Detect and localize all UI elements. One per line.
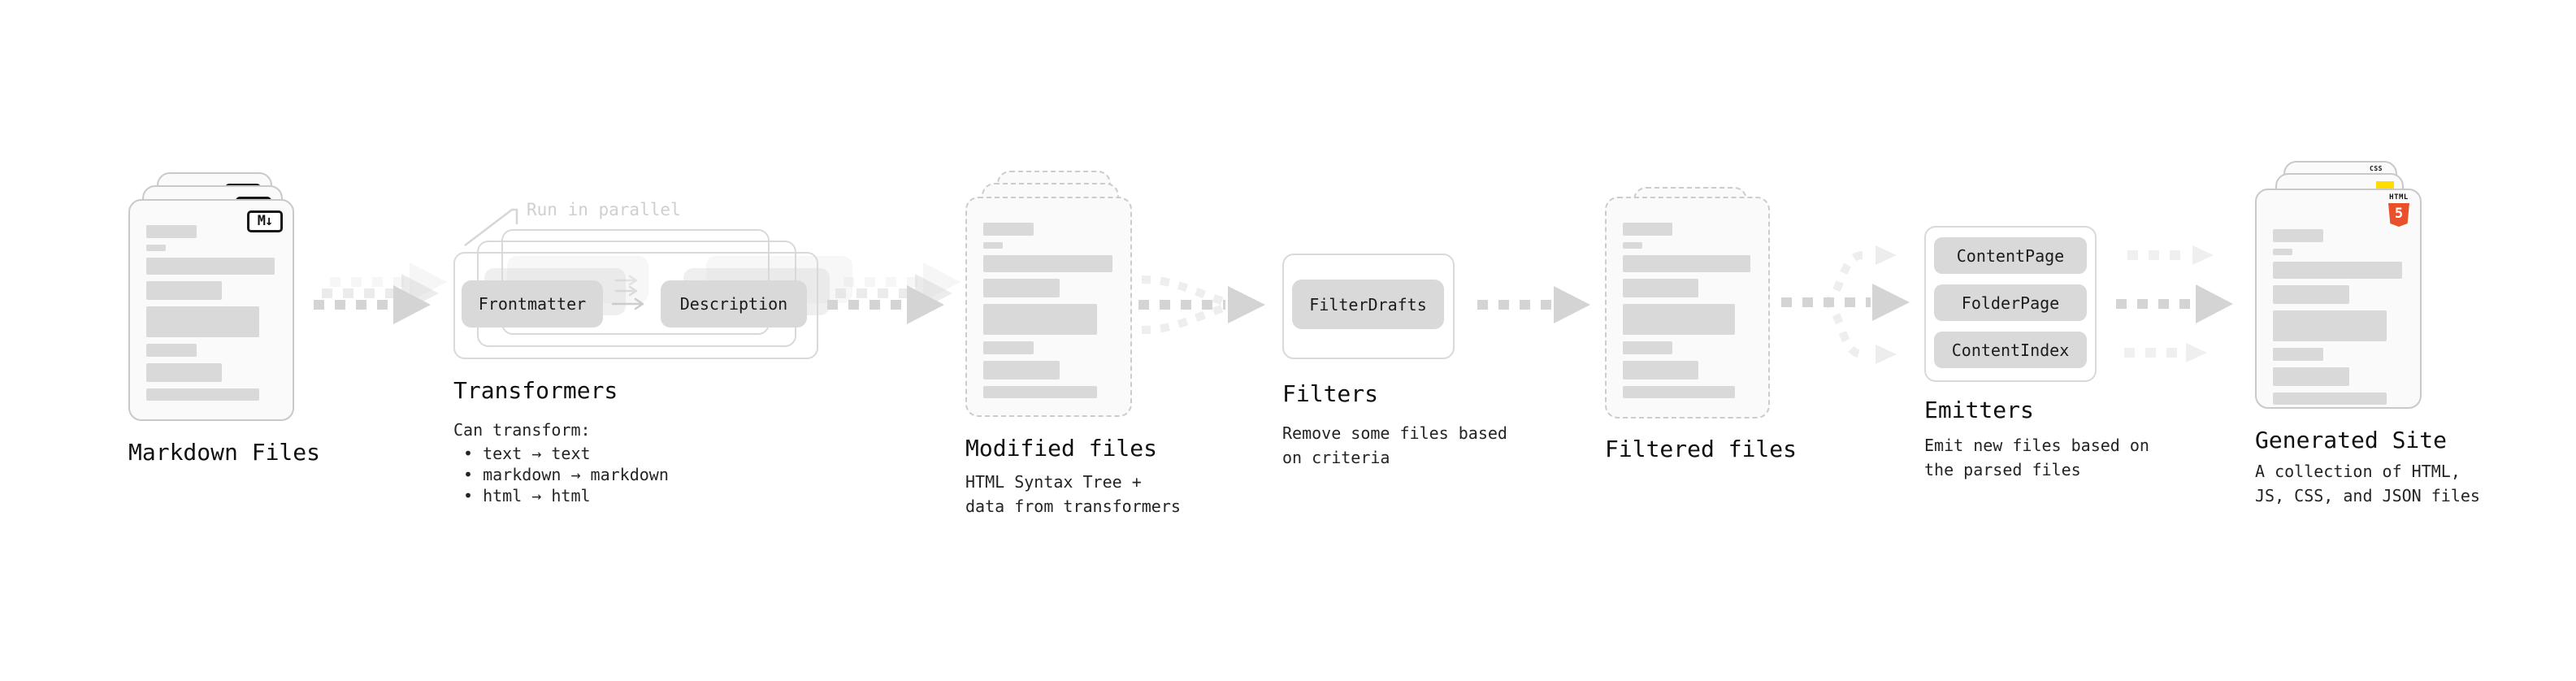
flow-arrow-emitters-to-site — [2116, 245, 2233, 362]
stage-title-transformers: Transformers — [453, 377, 618, 404]
flow-arrow-filtered-to-emitters — [1781, 245, 1910, 364]
document-placeholder-lines — [2273, 229, 2402, 405]
transform-arrows-icon — [611, 275, 644, 310]
filtered-file-card-front — [1605, 197, 1770, 419]
modified-file-card-front — [965, 197, 1132, 417]
transformers-bullet-list: • text → text • markdown → markdown • ht… — [453, 443, 669, 506]
document-placeholder-lines — [1623, 223, 1750, 398]
generated-site-card-front: HTML 5 — [2255, 189, 2422, 409]
transformers-description-heading: Can transform: — [453, 420, 591, 440]
bullet-item: • markdown → markdown — [463, 465, 669, 484]
emitter-folder-page-box: FolderPage — [1934, 284, 2087, 321]
transformer-output-box: Description — [661, 280, 807, 327]
stage-title-markdown-files: Markdown Files — [128, 439, 321, 466]
transformer-input-box: Frontmatter — [462, 280, 603, 327]
emitters-description: Emit new files based on the parsed files — [1924, 436, 2149, 479]
flow-arrow-markdown-to-transformers — [314, 262, 447, 324]
markdown-file-card-front: M↓ — [128, 199, 294, 421]
modified-files-description: HTML Syntax Tree + data from transformer… — [965, 472, 1181, 516]
stage-title-filters: Filters — [1282, 380, 1379, 407]
transformer-frame-front — [453, 252, 818, 359]
filters-description: Remove some files based on criteria — [1282, 423, 1507, 467]
stage-title-generated-site: Generated Site — [2255, 427, 2448, 453]
document-placeholder-lines — [983, 223, 1112, 398]
html5-logo-icon: HTML 5 — [2388, 194, 2409, 227]
flow-arrow-modified-to-filters — [1138, 275, 1265, 334]
bullet-item: • html → html — [463, 486, 591, 505]
stage-title-emitters: Emitters — [1924, 397, 2034, 423]
annotation-leader-line — [464, 208, 518, 246]
markdown-logo-icon: M↓ — [247, 210, 283, 232]
document-placeholder-lines — [146, 225, 275, 401]
filter-drafts-box: FilterDrafts — [1292, 280, 1444, 329]
generated-site-description: A collection of HTML, JS, CSS, and JSON … — [2255, 462, 2480, 505]
run-in-parallel-label: Run in parallel — [527, 200, 681, 219]
emitter-content-index-box: ContentIndex — [1934, 332, 2087, 368]
bullet-item: • text → text — [463, 444, 591, 463]
flow-arrow-transformers-to-modified — [827, 262, 961, 324]
emitter-content-page-box: ContentPage — [1934, 237, 2087, 274]
flow-arrow-filters-to-filtered — [1477, 286, 1590, 323]
stage-title-filtered-files: Filtered files — [1605, 436, 1798, 462]
stage-title-modified-files: Modified files — [965, 435, 1158, 462]
